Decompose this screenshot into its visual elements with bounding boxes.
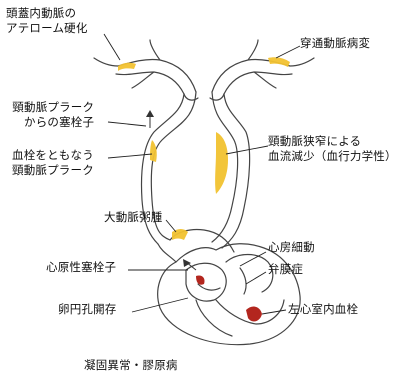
leader-lv-thrombus	[262, 310, 286, 314]
leader-aortic-atheroma	[166, 220, 176, 232]
label-intracranial-atherosclerosis: 頭蓋内動脈の アテローム硬化	[6, 6, 88, 36]
left-intracranial-artery	[94, 40, 196, 92]
label-valvular-disease: 弁膜症	[268, 262, 303, 277]
label-lv-thrombus: 左心室内血栓	[288, 302, 358, 317]
label-coagulation-collagen: 凝固異常・膠原病	[84, 358, 178, 373]
penetrating-plaque-right	[268, 57, 290, 67]
leader-intracranial	[104, 34, 120, 60]
label-thrombus-carotid-plaque: 血栓をともなう 頸動脈プラーク	[12, 148, 94, 178]
intracranial-plaque-left	[118, 63, 136, 71]
carotid-stenosis-plaque-right	[215, 132, 228, 194]
label-carotid-stenosis-hypoperfusion: 頸動脈狭窄による 血流減少（血行力学性）	[268, 134, 397, 164]
left-atrium-thrombus	[196, 275, 205, 284]
label-cardiogenic-embolus: 心原性塞栓子	[46, 260, 116, 275]
label-carotid-plaque-embolism: 頸動脈プラーク からの塞栓子	[12, 100, 94, 130]
carotid-plaque-left	[150, 140, 157, 162]
leader-carotid-embolus	[108, 122, 146, 126]
leader-thrombus-plaque	[108, 154, 152, 158]
leader-valvular-disease	[246, 272, 266, 284]
right-intracranial-artery	[212, 40, 314, 92]
left-ventricle-thrombus	[246, 307, 262, 322]
label-atrial-fibrillation: 心房細動	[268, 240, 315, 255]
heart-outline	[158, 244, 300, 345]
leader-carotid-stenosis	[226, 146, 268, 154]
leader-penetrating	[276, 46, 300, 58]
label-aortic-atheroma: 大動脈粥腫	[104, 210, 163, 225]
aortic-arch	[158, 229, 234, 262]
label-penetrating-artery-disease: 穿通動脈病変	[300, 36, 370, 51]
label-patent-foramen-ovale: 卵円孔開存	[58, 302, 117, 317]
leader-pfo	[132, 298, 188, 312]
